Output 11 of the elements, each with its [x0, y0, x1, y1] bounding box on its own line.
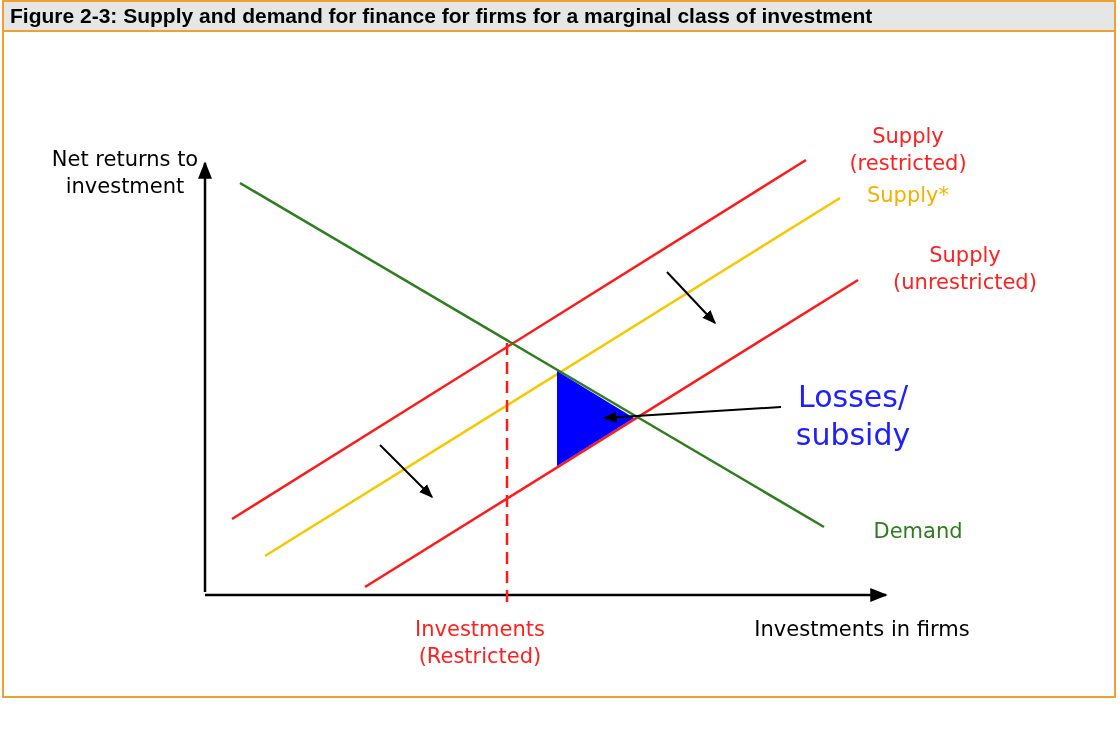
axis-label: Investments (Restricted) — [414, 616, 546, 670]
axis-title: Investments in firms — [753, 616, 971, 643]
curve-label: Demand — [872, 518, 964, 545]
callout-text: Losses/ subsidy — [773, 378, 933, 454]
shaded-triangle — [557, 371, 634, 466]
curve-label: Supply (unrestricted) — [892, 242, 1038, 296]
figure-title: Figure 2-3: Supply and demand for finance for firms for a marginal class of investment — [2, 0, 1116, 32]
curve-label: Supply (restricted) — [848, 123, 968, 177]
leader-arrow — [602, 406, 782, 423]
axis-title: Net returns to investment — [50, 146, 200, 200]
curve-label: Supply* — [865, 182, 951, 209]
